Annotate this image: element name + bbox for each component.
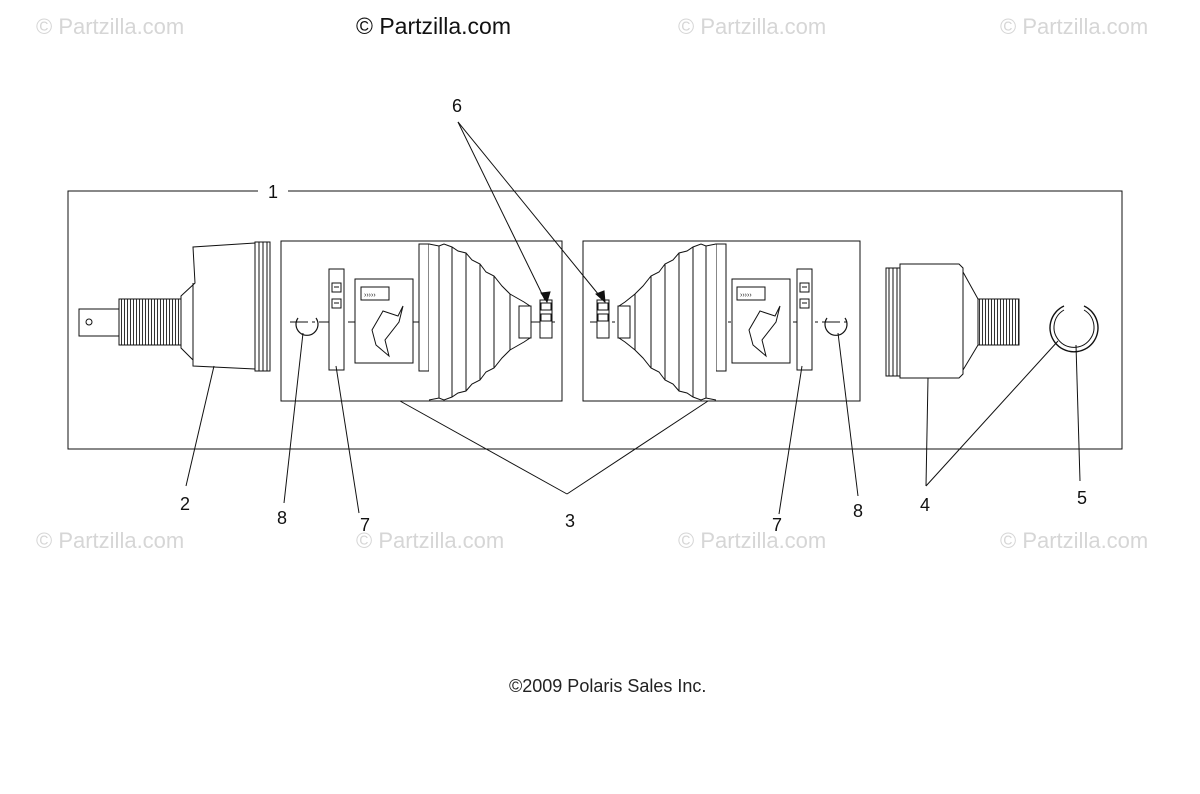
circlip-left [295,317,319,336]
grease-packet-left: ››››› [354,278,414,364]
copyright-notice: ©2009 Polaris Sales Inc. [509,676,707,696]
boot-kit-box-right [582,240,861,402]
large-circlip [1049,305,1099,353]
cv-boot-left [418,243,532,401]
boot-clamp-left [328,268,345,371]
callout-4: 4 [920,495,930,515]
callout-7-left: 7 [360,515,370,535]
watermark-bottom-right: © Partzilla.com [1000,528,1149,553]
svg-text:›››››: ››››› [364,292,376,299]
watermark-top-center: © Partzilla.com [356,13,511,39]
callout-1: 1 [268,182,278,202]
callout-3: 3 [565,511,575,531]
watermark-bottom-left: © Partzilla.com [36,528,185,553]
inner-cv-joint [885,263,1020,379]
callout-7-right: 7 [772,515,782,535]
leader-lines [185,121,1081,515]
cv-boot-right [617,243,727,401]
svg-text:›››››: ››››› [740,292,752,299]
callout-8-right: 8 [853,501,863,521]
boot-clamp-right [796,268,813,371]
circlip-right [824,317,848,336]
watermark-top-right: © Partzilla.com [1000,14,1149,39]
small-clamp-left [539,299,553,339]
watermark-top-center-right: © Partzilla.com [678,14,827,39]
watermark-bottom-center-right: © Partzilla.com [678,528,827,553]
callout-6: 6 [452,96,462,116]
outer-cv-joint [78,241,271,372]
boot-kit-box-left [280,240,563,402]
callout-5: 5 [1077,488,1087,508]
assembly-frame [67,190,1123,450]
grease-packet-right: ››››› [731,278,791,364]
callout-2: 2 [180,494,190,514]
callout-8-left: 8 [277,508,287,528]
watermark-bottom-center-left: © Partzilla.com [356,528,505,553]
watermark-top-left: © Partzilla.com [36,14,185,39]
small-clamp-right [596,299,610,339]
